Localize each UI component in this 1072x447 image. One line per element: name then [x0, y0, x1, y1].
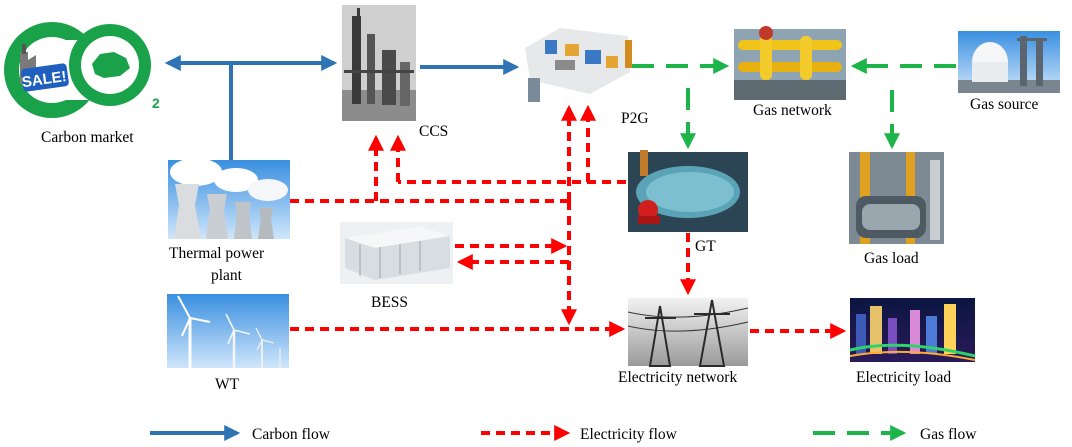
- carbon-flow-lines: [164, 55, 520, 160]
- legend: Carbon flow Electricity flow Gas flow: [150, 425, 977, 443]
- gas-source-label: Gas source: [970, 96, 1039, 113]
- gt-label: GT: [695, 238, 716, 255]
- gas-load-label: Gas load: [864, 250, 919, 267]
- thermal-plant-image: [168, 158, 290, 239]
- bess-image: [340, 222, 453, 284]
- gas-network-image: [734, 26, 846, 100]
- carbon-market-label: Carbon market: [41, 129, 134, 146]
- sale-badge: SALE!: [21, 68, 68, 91]
- electricity-load-image: [849, 298, 976, 362]
- carbon-market-logo: SALE! 2: [4, 22, 160, 118]
- electricity-load-label: Electricity load: [856, 369, 951, 386]
- co2-subscript: 2: [152, 95, 160, 111]
- gas-load-image: [849, 152, 944, 244]
- electricity-network-image: [627, 298, 749, 367]
- gt-image: [628, 150, 748, 232]
- p2g-label: P2G: [621, 110, 649, 127]
- gas-network-label: Gas network: [753, 102, 832, 119]
- wt-image: [167, 294, 289, 368]
- electricity-flow-lines: [290, 104, 847, 339]
- thermal-plant-label-line1: Thermal power: [169, 245, 265, 262]
- legend-carbon-label: Carbon flow: [252, 426, 331, 443]
- ccs-image: [342, 5, 416, 121]
- bess-label: BESS: [371, 294, 408, 311]
- ccs-label: CCS: [419, 123, 448, 140]
- thermal-plant-label-line2: plant: [211, 267, 243, 284]
- wt-label: WT: [215, 376, 240, 393]
- electricity-network-label: Electricity network: [618, 369, 737, 386]
- p2g-image: [525, 28, 632, 102]
- gas-source-image: [958, 31, 1060, 93]
- legend-gas-label: Gas flow: [920, 426, 977, 443]
- legend-electricity-label: Electricity flow: [580, 426, 678, 443]
- gas-flow-lines: [632, 58, 956, 150]
